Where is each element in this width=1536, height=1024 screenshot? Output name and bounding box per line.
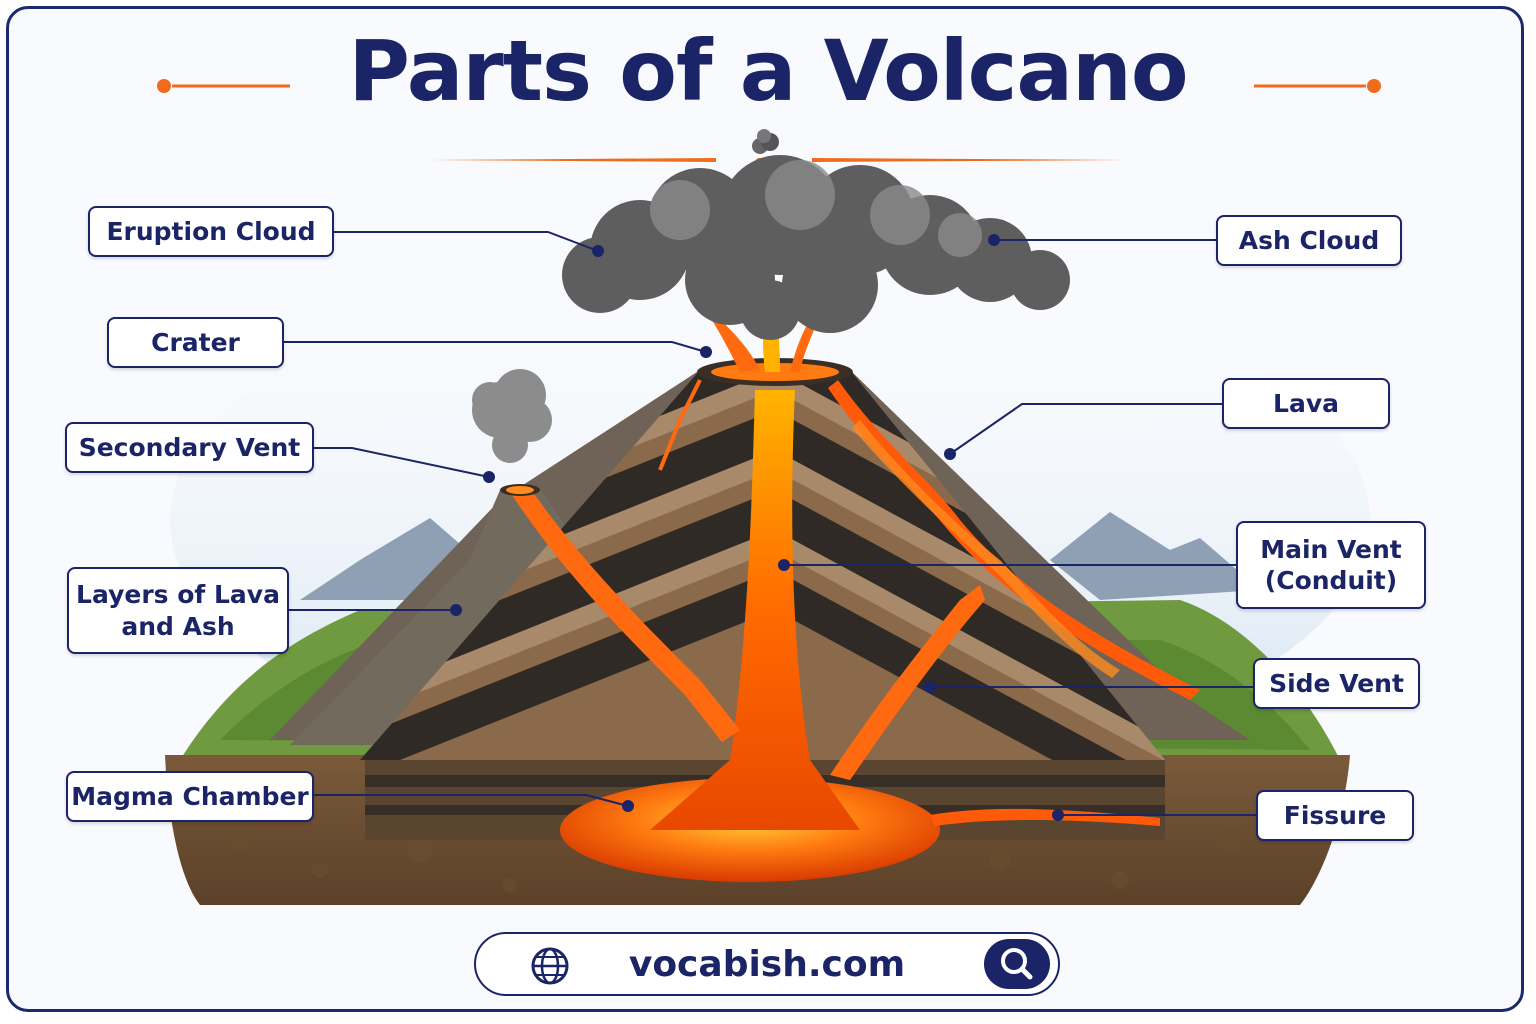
- label-secondary-vent: Secondary Vent: [65, 422, 314, 473]
- main-conduit: [650, 390, 860, 830]
- page-title: Parts of a Volcano: [348, 22, 1188, 120]
- secondary-plume: [472, 369, 552, 463]
- search-button[interactable]: [984, 939, 1050, 989]
- secondary-conduit: [510, 488, 740, 742]
- label-crater: Crater: [107, 317, 284, 368]
- leader-lines: [284, 231, 1256, 816]
- label-main-vent: Main Vent (Conduit): [1236, 521, 1426, 609]
- search-icon: [1001, 948, 1033, 980]
- label-fissure: Fissure: [1256, 790, 1414, 841]
- label-magma-chamber: Magma Chamber: [66, 771, 314, 822]
- title-ornament-right: [1254, 79, 1381, 93]
- leader-dots: [450, 234, 1064, 821]
- website-url: vocabish.com: [628, 943, 906, 985]
- website-search-bar[interactable]: vocabish.com: [474, 932, 1060, 996]
- label-eruption-cloud: Eruption Cloud: [88, 206, 334, 257]
- globe-icon: [531, 947, 569, 985]
- side-vent-channel: [830, 585, 985, 780]
- title-ornament-left: [157, 79, 290, 93]
- label-layers-lava-ash: Layers of Lava and Ash: [67, 567, 289, 654]
- label-lava: Lava: [1222, 378, 1390, 429]
- fissure-channel: [930, 808, 1160, 826]
- label-side-vent: Side Vent: [1253, 658, 1420, 709]
- title-underline: [430, 158, 1126, 162]
- label-ash-cloud: Ash Cloud: [1216, 215, 1402, 266]
